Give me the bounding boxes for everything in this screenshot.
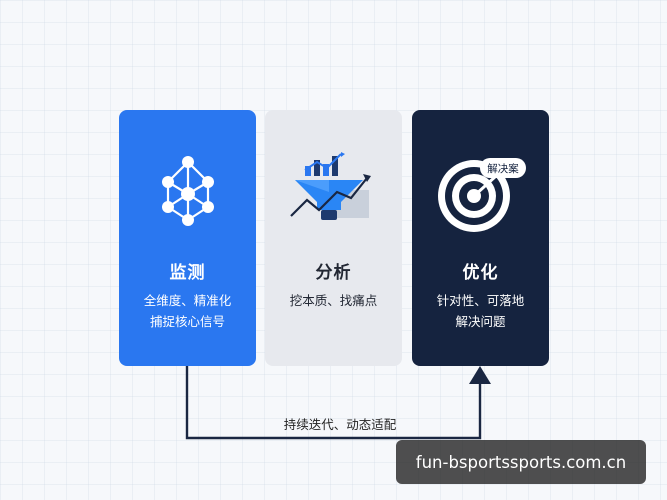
network-graph-icon	[119, 152, 256, 242]
card-description-line: 针对性、可落地	[436, 293, 525, 308]
watermark: fun-bsportssports.com.cn	[396, 440, 646, 484]
card-title: 监测	[169, 263, 206, 283]
card-description: 全维度、精准化 捕捉核心信号	[119, 290, 256, 332]
loop-label: 持续迭代、动态适配	[283, 417, 397, 432]
target-icon: 解决案	[412, 152, 549, 242]
card-title: 分析	[315, 263, 352, 283]
card-description-line: 捕捉核心信号	[149, 314, 225, 329]
card-description: 针对性、可落地 解决问题	[412, 290, 549, 332]
card-description-line: 全维度、精准化	[143, 293, 232, 308]
card-description-line: 解决问题	[455, 314, 506, 329]
card-description-line: 挖本质、找痛点	[289, 293, 378, 308]
card-analyze: 分析 挖本质、找痛点	[265, 110, 402, 366]
card-title: 优化	[462, 263, 499, 283]
card-description: 挖本质、找痛点	[265, 290, 402, 311]
solution-badge: 解决案	[487, 162, 519, 175]
card-optimize: 解决案 优化 针对性、可落地 解决问题	[412, 110, 549, 366]
card-monitor: 监测 全维度、精准化 捕捉核心信号	[119, 110, 256, 366]
funnel-chart-icon	[265, 152, 402, 242]
